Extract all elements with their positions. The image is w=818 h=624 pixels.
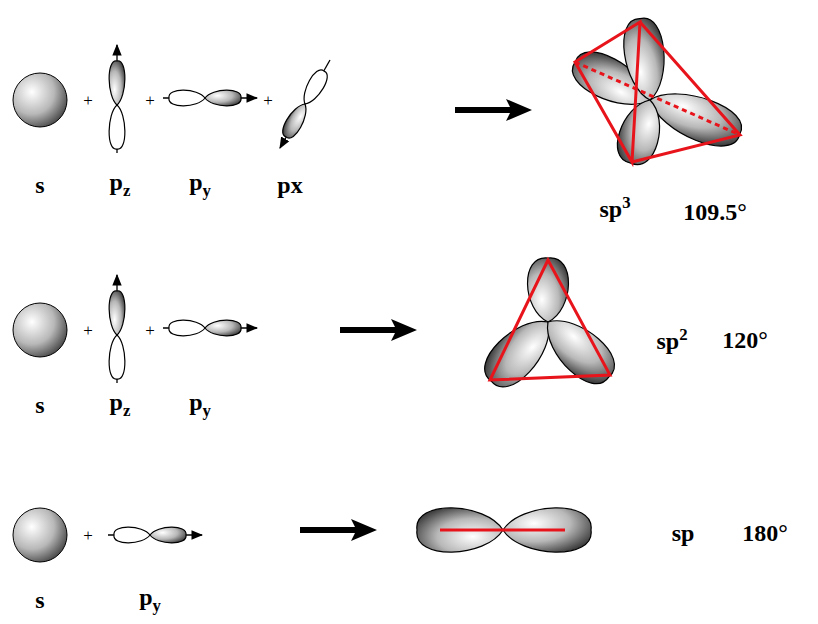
py-lobe bbox=[205, 90, 241, 106]
s-orbital bbox=[13, 508, 67, 562]
pz-lobe bbox=[109, 335, 125, 379]
geometry-line bbox=[440, 529, 565, 532]
py-lobe bbox=[169, 320, 205, 336]
sp3-lobe bbox=[612, 94, 669, 169]
orbital-label: s bbox=[35, 588, 44, 612]
plus-sign: + bbox=[83, 92, 93, 109]
py-lobe bbox=[150, 527, 186, 543]
px-lobe bbox=[279, 100, 312, 141]
orbital-label: px bbox=[277, 173, 302, 197]
orbital-label: py bbox=[189, 170, 211, 200]
geometry-line bbox=[575, 22, 640, 162]
geometry-line bbox=[575, 62, 740, 135]
orbital-label: sp3 bbox=[599, 195, 630, 221]
geometry-line bbox=[632, 22, 740, 162]
s-orbital bbox=[13, 73, 67, 127]
plus-sign: + bbox=[83, 527, 93, 544]
reaction-arrow bbox=[455, 99, 532, 121]
s-orbital bbox=[13, 303, 67, 357]
orbital-label: py bbox=[139, 585, 161, 615]
reaction-arrow bbox=[300, 519, 377, 541]
pz-lobe bbox=[109, 61, 125, 105]
plus-sign: + bbox=[145, 92, 155, 109]
py-lobe bbox=[169, 90, 205, 106]
py-lobe bbox=[205, 320, 241, 336]
orbital-label: s bbox=[35, 393, 44, 417]
plus-sign: + bbox=[263, 92, 273, 109]
plus-sign: + bbox=[83, 322, 93, 339]
plus-sign: + bbox=[145, 322, 155, 339]
orbital-label: 109.5° bbox=[683, 200, 747, 224]
orbital-label: s bbox=[35, 173, 44, 197]
orbital-label: pz bbox=[110, 390, 131, 420]
px-lobe bbox=[298, 67, 331, 108]
orbital-label: 180° bbox=[742, 521, 788, 545]
pz-lobe bbox=[109, 291, 125, 335]
orbital-label: sp bbox=[672, 521, 695, 545]
orbital-label: pz bbox=[110, 170, 131, 200]
orbital-label: sp2 bbox=[656, 327, 687, 353]
axis-arrow bbox=[280, 60, 330, 148]
py-lobe bbox=[114, 527, 150, 543]
reaction-arrow bbox=[340, 319, 417, 341]
pz-lobe bbox=[109, 105, 125, 149]
orbital-label: py bbox=[189, 390, 211, 420]
geometry-line bbox=[490, 260, 610, 380]
orbital-label: 120° bbox=[722, 328, 768, 352]
